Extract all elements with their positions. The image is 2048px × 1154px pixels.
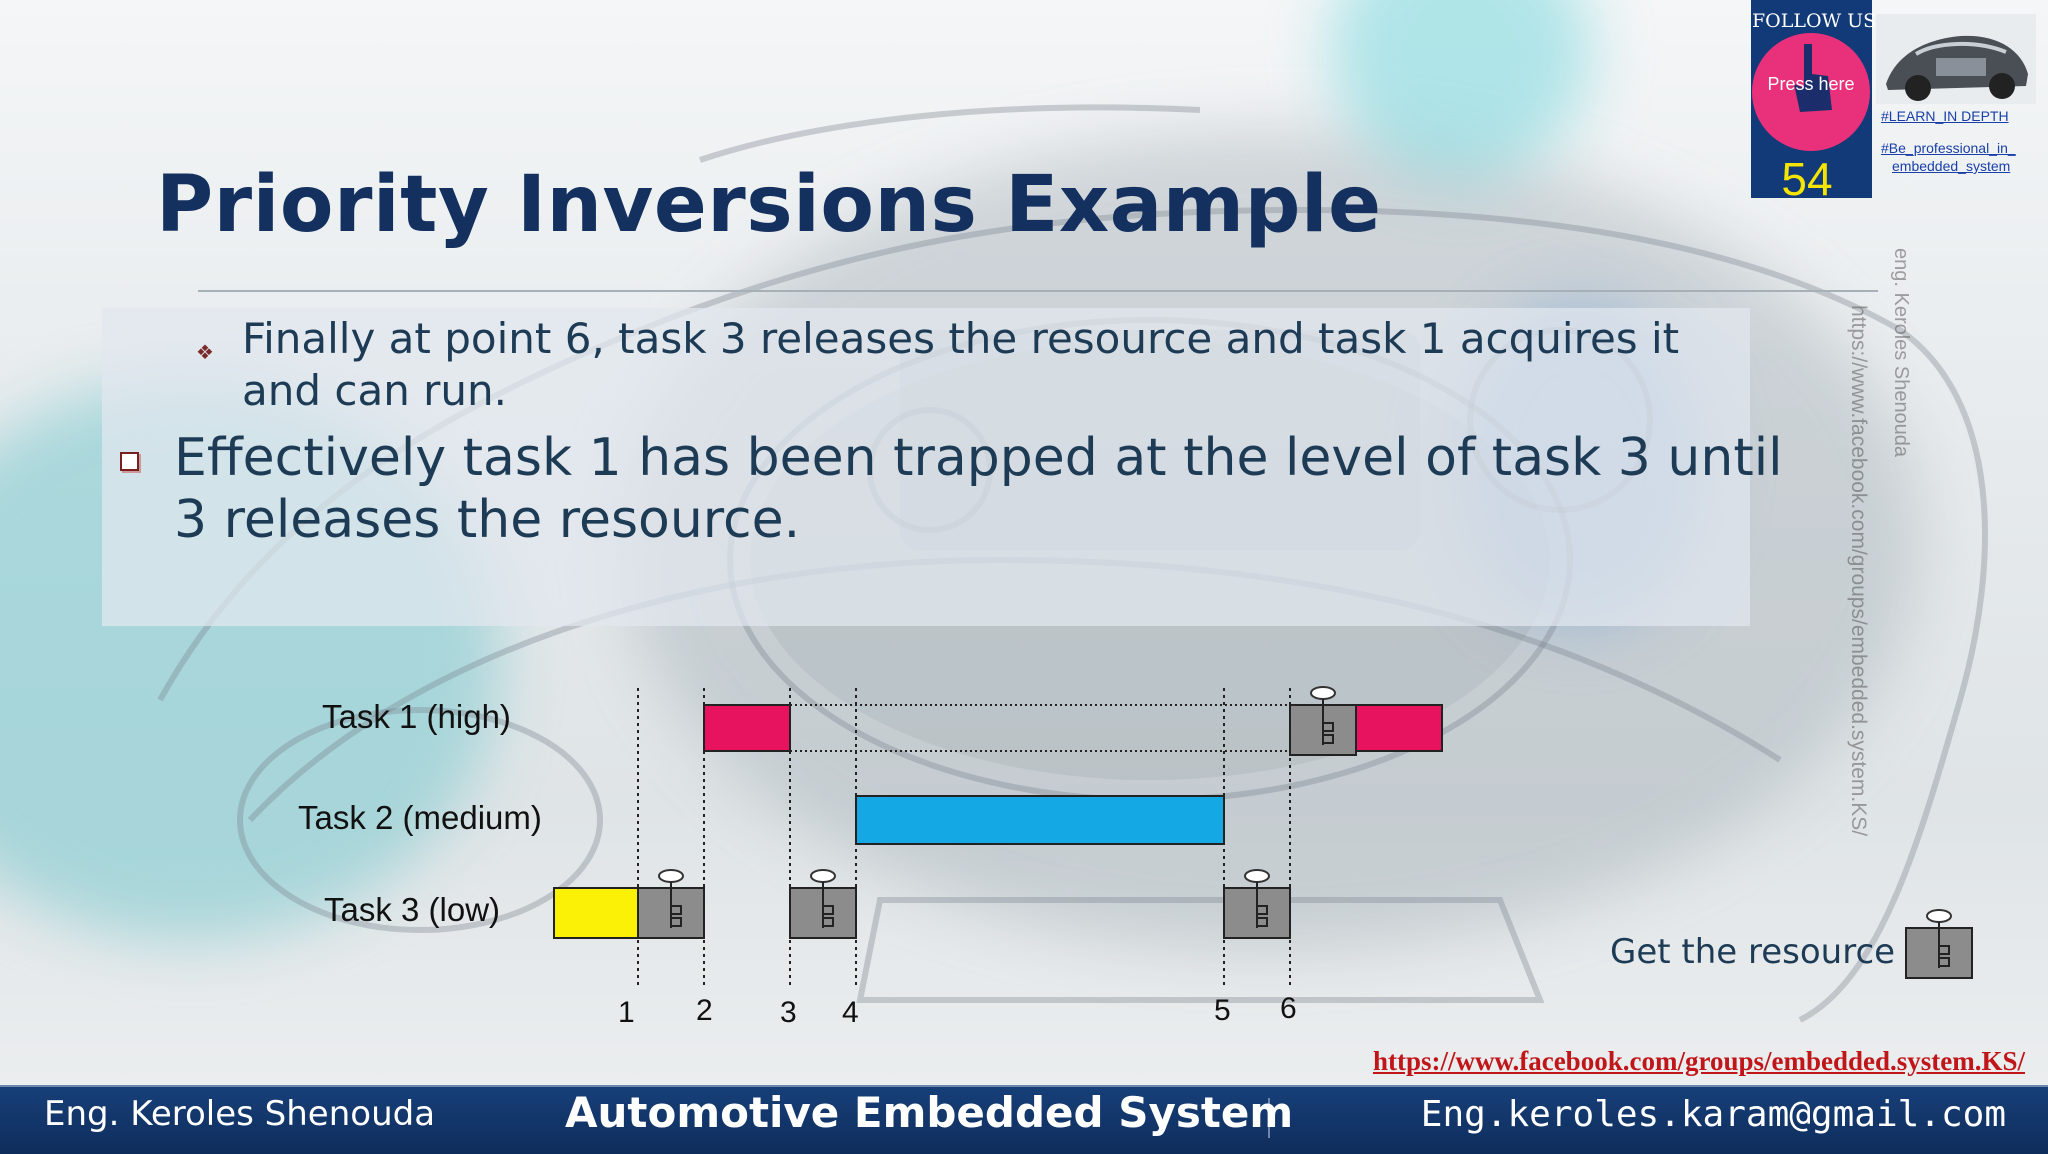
footer-course-title: Automotive Embedded System — [565, 1088, 1294, 1137]
facebook-group-link[interactable]: https://www.facebook.com/groups/embedded… — [1372, 1046, 2025, 1076]
resource-lock-icon — [1223, 869, 1291, 939]
time-point-label: 4 — [842, 996, 859, 1029]
legend-label: Get the resource — [1610, 932, 1896, 972]
watermark-url: https://www.facebook.com/groups/embedded… — [1847, 305, 1870, 837]
resource-lock-icon — [637, 869, 705, 939]
page-number: 54 — [1781, 153, 1833, 205]
task2-bar — [855, 795, 1225, 845]
sub-bullet-text: Finally at point 6, task 3 releases the … — [242, 314, 1680, 415]
time-point-label: 6 — [1280, 992, 1297, 1025]
diamond-bullet-icon: ❖ — [196, 340, 214, 364]
press-here-label: Press here — [1767, 74, 1855, 94]
task-label: Task 2 (medium) — [298, 799, 542, 836]
time-point-label: 3 — [780, 996, 797, 1029]
slide-title: Priority Inversions Example — [156, 160, 1382, 250]
legend-lock-icon — [1905, 909, 1973, 979]
task1-bar-end — [1355, 704, 1443, 752]
task-label: Task 1 (high) — [322, 698, 511, 735]
task3-bar — [553, 887, 639, 939]
footer-separator — [1268, 1098, 1270, 1138]
time-point-label: 1 — [618, 996, 635, 1029]
square-bullet-icon — [120, 452, 139, 471]
text-panel — [102, 308, 1750, 626]
tag-embedded-system[interactable]: embedded_system — [1892, 158, 2011, 174]
tag-be-professional[interactable]: #Be_professional_in_ — [1881, 140, 2016, 156]
resource-lock-icon — [1289, 686, 1357, 756]
title-divider — [198, 290, 1878, 292]
task1-bar-start — [703, 704, 791, 752]
resource-lock-icon — [789, 869, 857, 939]
tag-learn-in-depth[interactable]: #LEARN_IN DEPTH — [1881, 108, 2009, 124]
footer-author: Eng. Keroles Shenouda — [44, 1094, 436, 1134]
car-thumbnail-image — [1876, 14, 2036, 104]
footer-bar — [0, 1085, 2048, 1154]
time-point-label: 5 — [1214, 994, 1231, 1027]
pointing-hand-icon — [1794, 44, 1832, 112]
main-bullet-text: Effectively task 1 has been trapped at t… — [174, 428, 1783, 550]
footer-email: Eng.keroles.karam@gmail.com — [1420, 1094, 2006, 1135]
watermark-name: eng. Keroles Shenouda — [1890, 248, 1912, 458]
task-label: Task 3 (low) — [324, 891, 500, 928]
follow-us-label: FOLLOW US — [1752, 10, 1877, 32]
time-point-label: 2 — [696, 994, 713, 1027]
